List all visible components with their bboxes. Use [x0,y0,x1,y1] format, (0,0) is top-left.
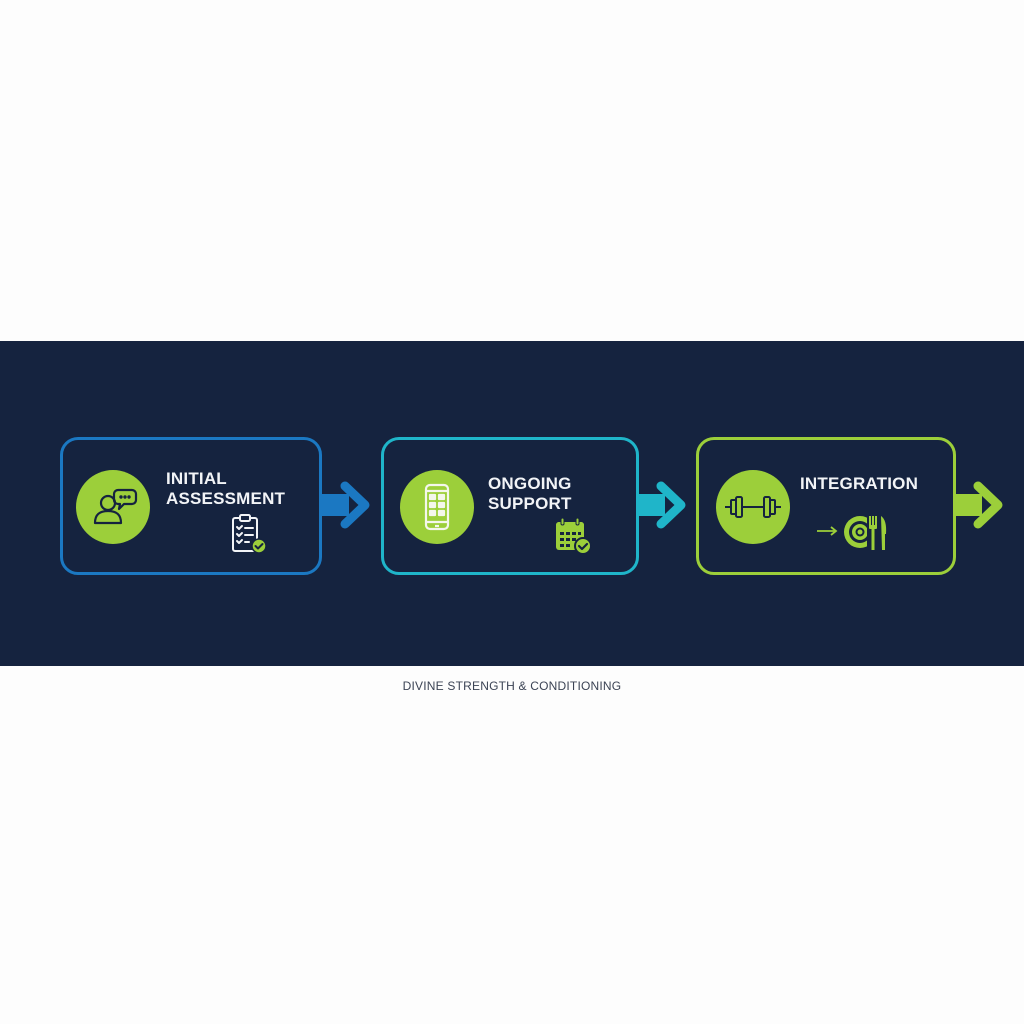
step-title-line1: ONGOING [488,474,572,493]
clipboard-checklist-check-icon [229,513,271,562]
smartphone-app-icon [400,470,474,544]
arrow-plate-fork-knife-icon [815,510,895,561]
step-title-ongoing-support: ONGOING SUPPORT [488,474,572,514]
arrow-right-icon [954,481,1003,529]
arrow-right-icon [637,481,686,529]
step-title-integration: INTEGRATION [800,474,918,494]
brand-footer: DIVINE STRENGTH & CONDITIONING [402,679,622,693]
calendar-check-icon [554,517,596,562]
step-title-initial-assessment: INITIAL ASSESSMENT [166,469,285,509]
dumbbell-icon [716,470,790,544]
arrow-right-icon [321,481,370,529]
step-title-line1: INTEGRATION [800,474,919,493]
step-title-line2: SUPPORT [488,494,572,513]
step-title-line1: INITIAL [166,469,227,488]
person-speech-bubble-icon [76,470,150,544]
step-title-line2: ASSESSMENT [166,489,286,508]
